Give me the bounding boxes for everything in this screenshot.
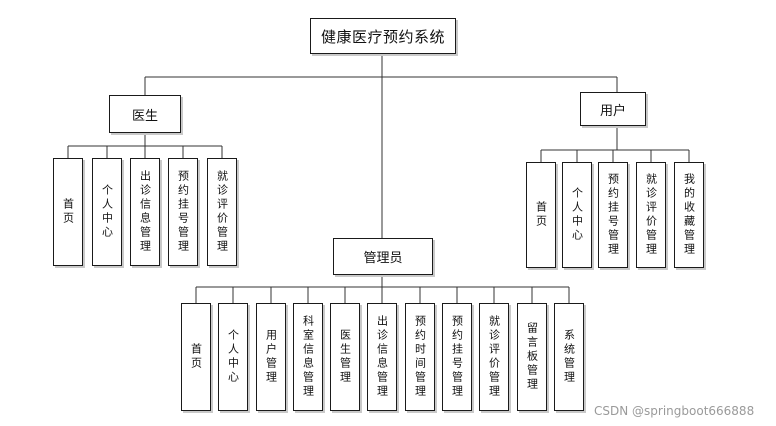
module-label: 个人中心 [100, 184, 114, 240]
module-label: 出诊信息管理 [138, 170, 152, 254]
module-label: 就诊评价管理 [487, 315, 501, 399]
admin-module-personal-center: 个人中心 [218, 303, 248, 411]
admin-module-department-info: 科室信息管理 [293, 303, 323, 411]
admin-node: 管理员 [333, 238, 433, 275]
admin-label: 管理员 [363, 251, 403, 266]
admin-module-visit-info: 出诊信息管理 [367, 303, 397, 411]
user-module-home: 首页 [526, 162, 556, 268]
doctor-module-home: 首页 [53, 158, 83, 266]
user-module-appointment: 预约挂号管理 [598, 162, 628, 268]
doctor-module-evaluation: 就诊评价管理 [207, 158, 237, 266]
admin-module-home: 首页 [181, 303, 211, 411]
root-label: 健康医疗预约系统 [320, 27, 445, 46]
admin-module-system-mgmt: 系统管理 [554, 303, 584, 411]
module-label: 首页 [534, 201, 548, 229]
module-label: 首页 [189, 343, 203, 371]
root-node: 健康医疗预约系统 [310, 18, 456, 54]
admin-module-message-board: 留言板管理 [517, 303, 547, 411]
module-label: 我的收藏管理 [682, 173, 696, 257]
doctor-node: 医生 [109, 95, 181, 133]
doctor-label: 医生 [131, 108, 158, 124]
module-label: 医生管理 [338, 329, 352, 385]
module-label: 首页 [61, 198, 75, 226]
watermark-text: CSDN @springboot666888 [594, 404, 755, 418]
user-module-favorites: 我的收藏管理 [674, 162, 704, 268]
doctor-module-personal-center: 个人中心 [92, 158, 122, 266]
admin-module-appointment-time: 预约时间管理 [405, 303, 435, 411]
user-label: 用户 [599, 103, 626, 119]
doctor-module-appointment: 预约挂号管理 [168, 158, 198, 266]
module-label: 系统管理 [562, 329, 576, 385]
module-label: 预约时间管理 [413, 315, 427, 399]
user-module-evaluation: 就诊评价管理 [636, 162, 666, 268]
admin-module-user-mgmt: 用户管理 [256, 303, 286, 411]
admin-module-appointment: 预约挂号管理 [442, 303, 472, 411]
module-label: 出诊信息管理 [375, 315, 389, 399]
module-label: 预约挂号管理 [450, 315, 464, 399]
module-label: 科室信息管理 [301, 315, 315, 399]
module-label: 预约挂号管理 [606, 173, 620, 257]
admin-module-doctor-mgmt: 医生管理 [330, 303, 360, 411]
module-label: 个人中心 [226, 329, 240, 385]
module-label: 预约挂号管理 [176, 170, 190, 254]
module-label: 个人中心 [570, 187, 584, 243]
module-label: 就诊评价管理 [644, 173, 658, 257]
doctor-module-visit-info: 出诊信息管理 [130, 158, 160, 266]
admin-module-evaluation: 就诊评价管理 [479, 303, 509, 411]
module-label: 用户管理 [264, 329, 278, 385]
module-label: 就诊评价管理 [215, 170, 229, 254]
module-label: 留言板管理 [525, 322, 539, 392]
user-node: 用户 [580, 92, 646, 126]
user-module-personal-center: 个人中心 [562, 162, 592, 268]
